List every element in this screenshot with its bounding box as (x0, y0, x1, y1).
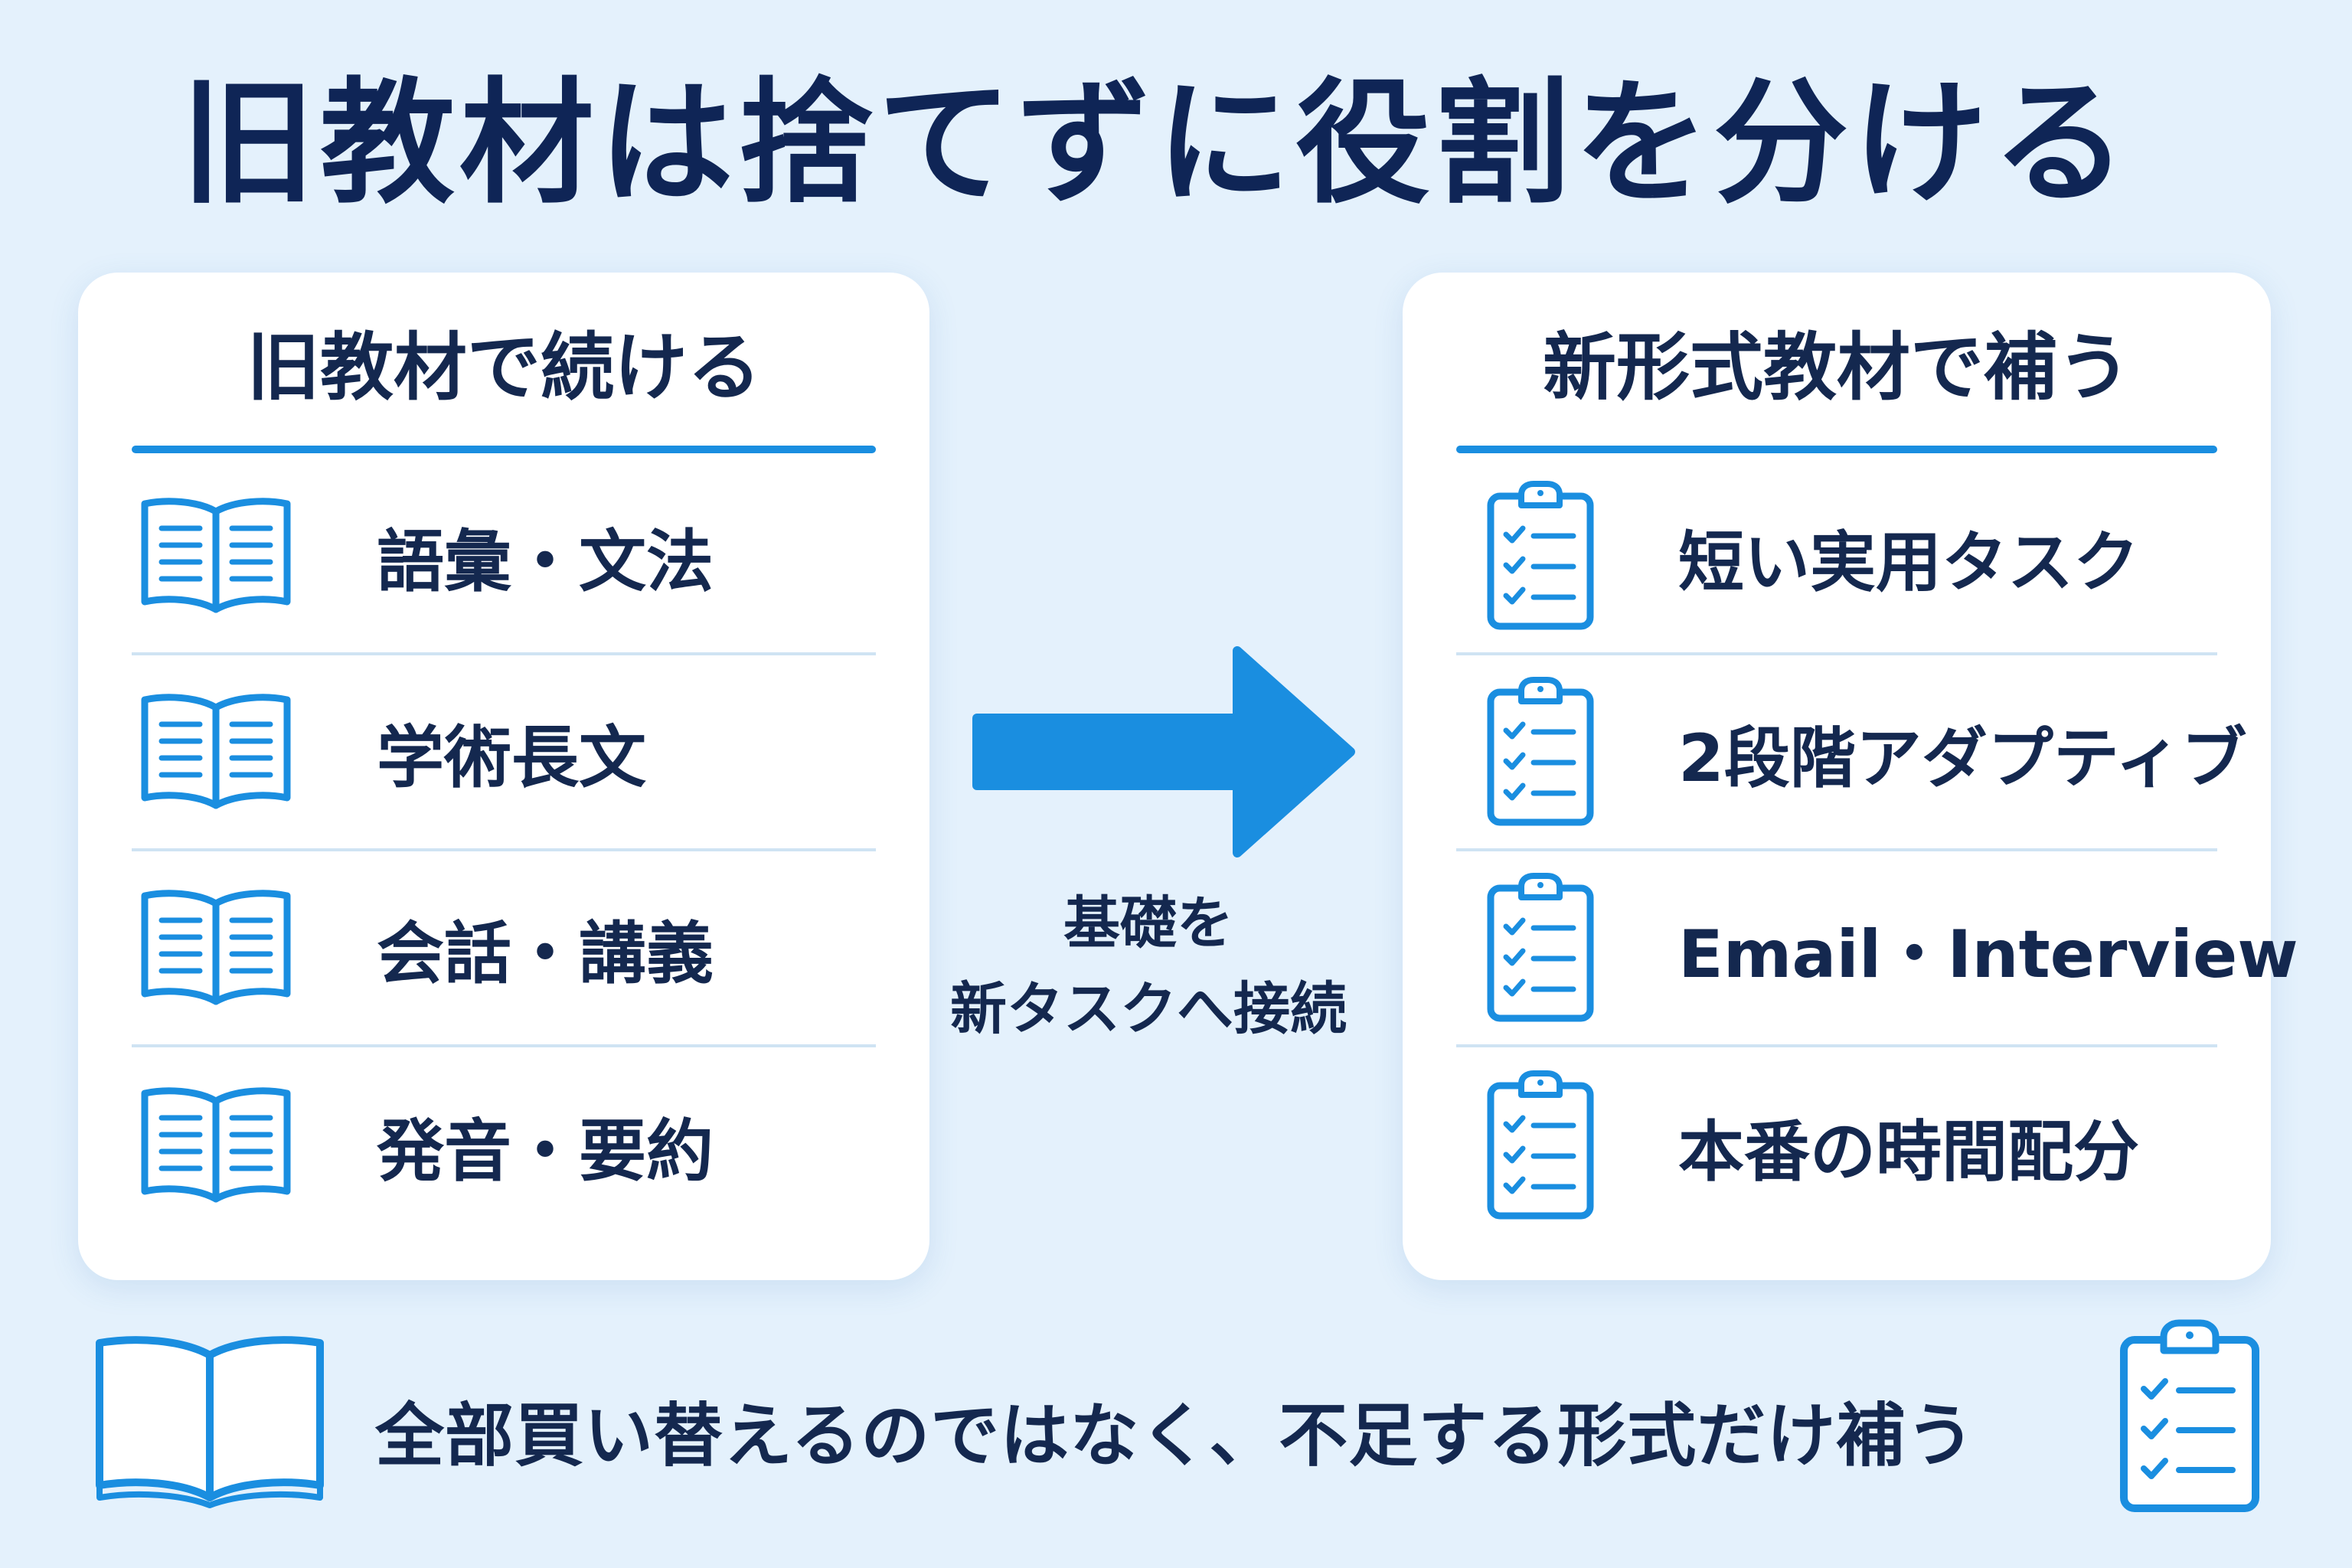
old-materials-header: 旧教材で続ける (132, 273, 876, 449)
clipboard-checklist-icon (1456, 871, 1625, 1024)
clipboard-checklist-icon (1456, 675, 1625, 828)
clipboard-checklist-icon (1456, 1069, 1625, 1222)
footer-message: 全部買い替えるのではなく、不足する形式だけ補う (375, 1396, 1976, 1476)
item-label: 学術長文 (377, 717, 647, 797)
connector-caption-line2: 新タスクへ接続 (950, 976, 1347, 1043)
new-materials-header: 新形式教材で補う (1456, 273, 2217, 449)
old-materials-panel: 旧教材で続ける 語彙・文法 (78, 273, 929, 1280)
old-materials-list: 語彙・文法 学術長文 (132, 459, 876, 1243)
connector-caption-line1: 基礎を (1063, 890, 1233, 956)
open-book-icon (132, 675, 300, 828)
list-item: 2段階アダプティブ (1456, 655, 2247, 851)
list-item: 学術長文 (132, 655, 876, 851)
page-title: 旧教材は捨てずに役割を分ける (181, 65, 2132, 222)
list-item: Email・Interview (1456, 851, 2298, 1047)
new-materials-list: 短い実用タスク 2段階アダプティブ (1456, 459, 2298, 1243)
item-label: 会話・講義 (377, 913, 714, 993)
item-label: 2段階アダプティブ (1678, 720, 2247, 797)
item-label: 語彙・文法 (377, 521, 714, 601)
open-book-icon (132, 479, 300, 632)
list-item: 短い実用タスク (1456, 459, 2217, 655)
item-label: 本番の時間配分 (1678, 1113, 2139, 1191)
open-book-icon (90, 1332, 329, 1508)
right-arrow-icon (972, 645, 1370, 859)
open-book-icon (132, 871, 300, 1024)
list-item: 会話・講義 (132, 851, 876, 1047)
item-label: 短い実用タスク (1678, 524, 2139, 601)
list-item: 語彙・文法 (132, 459, 876, 655)
open-book-icon (132, 1069, 300, 1222)
list-item: 本番の時間配分 (1456, 1047, 2217, 1243)
header-divider (1456, 446, 2217, 453)
connector-caption: 基礎を 新タスクへ接続 (926, 880, 1370, 1053)
clipboard-checklist-icon (1456, 479, 1625, 632)
new-materials-panel: 新形式教材で補う 短い実用タスク (1403, 273, 2298, 1280)
new-materials-title: 新形式教材で補う (1543, 324, 2131, 410)
item-label: Email・Interview (1678, 916, 2298, 993)
clipboard-checklist-icon (2113, 1315, 2266, 1514)
item-label: 発音・要約 (377, 1111, 714, 1191)
header-divider (132, 446, 876, 453)
old-materials-title: 旧教材で続ける (247, 324, 761, 410)
list-item: 発音・要約 (132, 1047, 876, 1243)
